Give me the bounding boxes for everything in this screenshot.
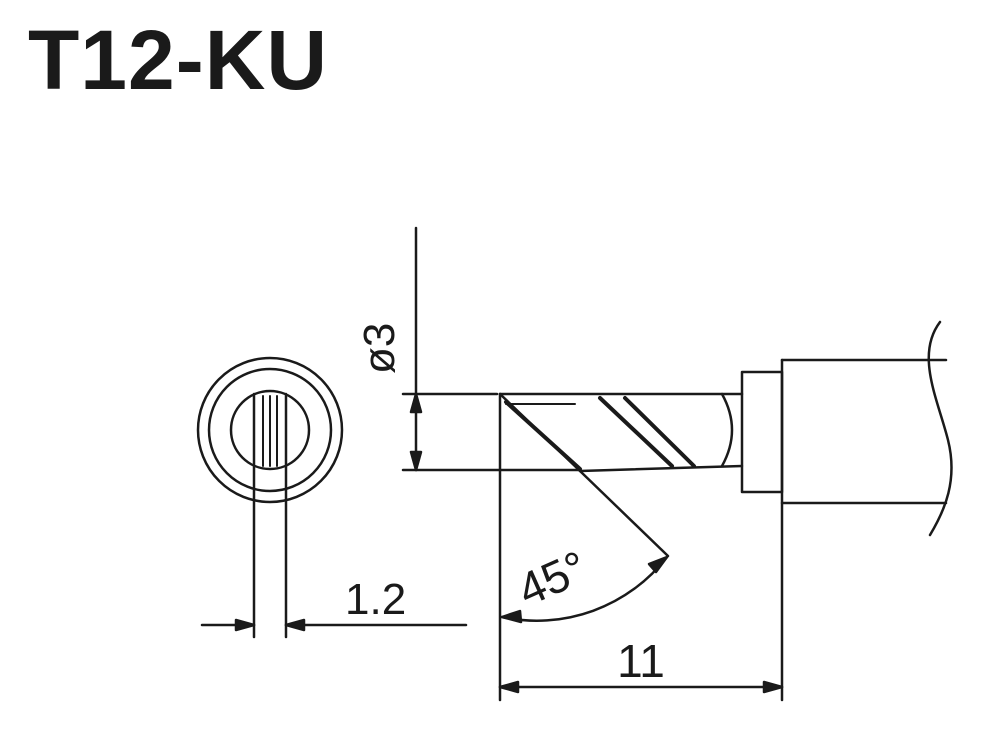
angle-dimension	[500, 469, 670, 624]
end-view-outer-circle	[196, 356, 344, 504]
arrowhead-icon	[284, 618, 306, 632]
arrowhead-icon	[409, 392, 423, 414]
angle-extension-line	[578, 469, 670, 558]
length-dimension	[498, 680, 784, 694]
stripe-line	[598, 396, 674, 468]
length-dimension-label: 11	[617, 635, 665, 687]
angle-arc	[500, 555, 669, 622]
arrowhead-icon	[762, 680, 784, 694]
page-title: T12-KU	[28, 13, 329, 107]
width-dimension	[200, 618, 468, 632]
stripe-line	[504, 400, 582, 471]
break-line	[927, 320, 953, 537]
arrowhead-icon	[500, 609, 523, 624]
diameter-dimension-label: ø3	[355, 323, 404, 374]
angle-dimension-label: 45°	[510, 540, 595, 616]
end-view-inner-circle	[207, 367, 333, 493]
end-view	[196, 356, 344, 639]
diameter-dimension	[401, 226, 582, 472]
arrowhead-icon	[409, 450, 423, 472]
arrowhead-icon	[498, 680, 520, 694]
arrowhead-icon	[647, 555, 669, 574]
blade-bottom-edge	[578, 464, 744, 473]
collar	[740, 370, 784, 494]
width-dimension-label: 1.2	[345, 575, 406, 624]
blade-end-curve	[720, 392, 734, 468]
arrowhead-icon	[234, 618, 256, 632]
side-view	[498, 320, 953, 702]
stripe-line	[623, 396, 696, 468]
end-view-tip-circle	[229, 389, 311, 471]
